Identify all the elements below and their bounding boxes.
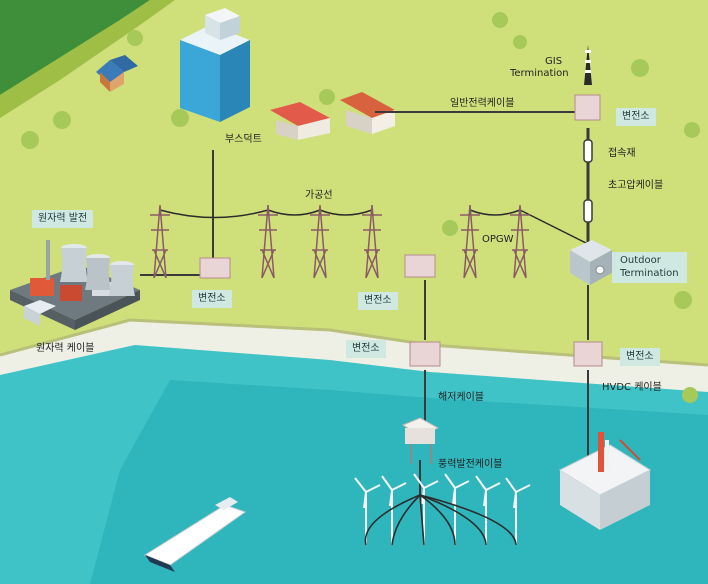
label-joint: 접속재 [608,148,636,160]
label-outdoor-termination-1: Outdoor [620,255,679,268]
label-substation-left: 변전소 [192,290,232,308]
label-nuclear-plant: 원자력 발전 [32,210,93,228]
label-overhead-line: 가공선 [305,190,333,202]
label-substation-shore: 변전소 [346,340,386,358]
label-substation-right-shore: 변전소 [620,348,660,366]
substation-icon-left [200,258,230,278]
substation-icon-middle [405,255,435,277]
label-wind-power-cable: 풍력발전케이블 [438,459,502,471]
label-outdoor-termination-2: Termination [620,268,679,281]
label-submarine-cable: 해저케이블 [438,392,484,404]
substation-icon-shore [410,342,440,366]
label-gis-termination-1: GIS [545,56,562,68]
label-uhv-cable: 초고압케이블 [608,180,663,192]
label-outdoor-termination: Outdoor Termination [612,252,687,283]
label-nuclear-cable: 원자력 케이블 [36,343,94,355]
label-bus-duct: 부스덕트 [225,134,262,146]
label-substation-top-right: 변전소 [616,108,656,126]
label-general-power-cable: 일반전력케이블 [450,98,514,110]
label-gis-termination-2: Termination [510,68,569,80]
label-substation-middle: 변전소 [358,292,398,310]
substation-icon-top-right [575,95,600,120]
label-hvdc-cable: HVDC 케이블 [602,382,662,394]
label-opgw: OPGW [482,234,514,246]
substation-icon-right-shore [574,342,602,366]
